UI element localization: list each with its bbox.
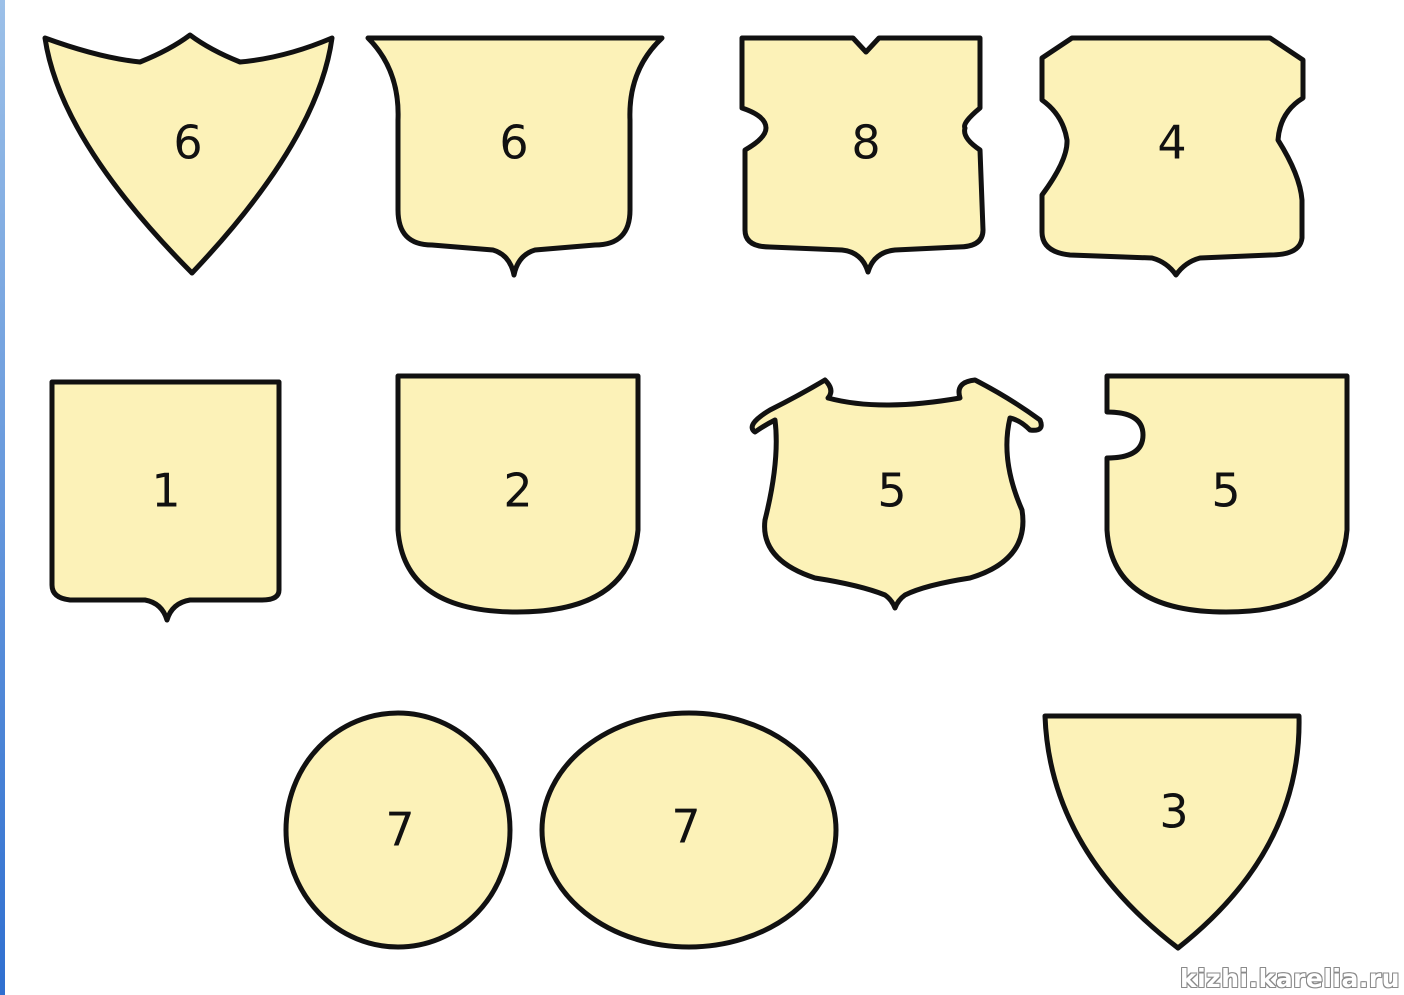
shield-notched-rounded: 5 — [1107, 376, 1347, 612]
watermark-text: kizhi.karelia.ru — [1180, 964, 1400, 993]
shield-rounded-bottom: 2 — [398, 376, 638, 612]
shield-label: 6 — [499, 116, 528, 170]
shield-label: 5 — [877, 464, 906, 518]
shield-flared-top: 6 — [368, 38, 662, 275]
shield-label: 1 — [151, 464, 180, 518]
shield-label: 7 — [385, 803, 414, 857]
shield-pointed-heater: 6 — [45, 35, 332, 273]
shield-scrolled-top: 5 — [752, 380, 1041, 608]
shield-label: 7 — [671, 800, 700, 854]
shield-oval: 7 — [542, 713, 836, 947]
shield-heater: 3 — [1045, 716, 1299, 948]
shield-label: 2 — [503, 464, 532, 518]
shield-label: 3 — [1159, 785, 1188, 839]
shield-notched-sides: 8 — [742, 38, 983, 272]
shield-label: 8 — [851, 116, 880, 170]
shield-round: 7 — [286, 713, 510, 947]
shield-label: 6 — [173, 116, 202, 170]
shield-label: 5 — [1211, 464, 1240, 518]
shield-waisted-rounded: 4 — [1042, 38, 1303, 275]
shield-square-point: 1 — [52, 382, 279, 620]
shield-label: 4 — [1157, 116, 1186, 170]
